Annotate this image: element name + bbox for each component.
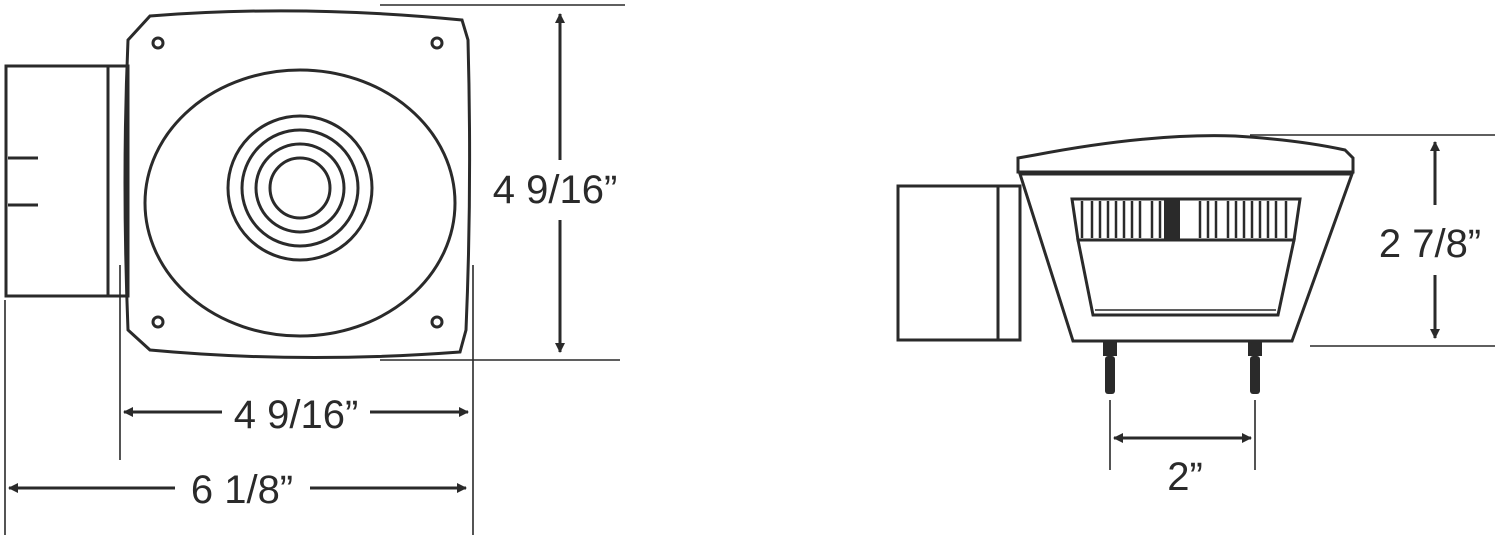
- front-height-label: 4 9/16”: [493, 168, 618, 212]
- front-width-label: 4 9/16”: [234, 393, 359, 437]
- light-body: [1017, 172, 1355, 343]
- overall-width-label: 6 1/8”: [191, 468, 293, 512]
- grille-center: [1164, 200, 1180, 239]
- lens-window: [1070, 197, 1302, 317]
- mounting-holes: [151, 36, 444, 329]
- top-cap: [1016, 134, 1355, 174]
- stud-spacing-dimension: 2”: [1109, 400, 1256, 499]
- lens-grille: [1080, 200, 1288, 239]
- side-height-label: 2 7/8”: [1379, 222, 1481, 266]
- side-plug-housing: [896, 184, 1022, 342]
- stud-spacing-label: 2”: [1167, 455, 1203, 499]
- side-height-dimension: 2 7/8”: [1250, 134, 1495, 347]
- concentric-lens-rings: [226, 114, 374, 262]
- front-width-dimension: 4 9/16”: [119, 265, 474, 535]
- front-plug-housing: [4, 64, 130, 298]
- front-view: 4 9/16” 4 9/16” 6 1/8”: [4, 4, 625, 535]
- front-height-dimension: 4 9/16”: [380, 4, 625, 361]
- lens-ring: [143, 68, 457, 338]
- mounting-flange: [123, 9, 472, 360]
- side-view: 2 7/8” 2”: [896, 134, 1495, 499]
- overall-width-dimension: 6 1/8”: [4, 300, 467, 535]
- terminal-studs: [1103, 342, 1262, 394]
